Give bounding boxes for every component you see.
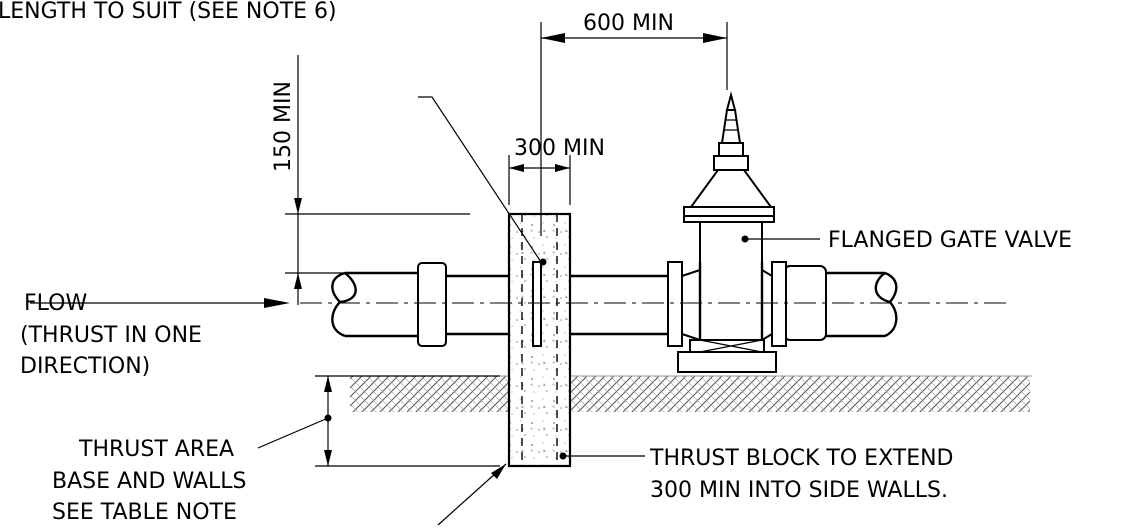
leader-lines xyxy=(30,96,820,526)
thrust-area-label-1: THRUST AREA xyxy=(78,437,234,462)
pipe-left xyxy=(331,262,510,347)
dimension-300 xyxy=(508,155,571,205)
dimension-150 xyxy=(285,55,470,305)
pipe-middle xyxy=(570,274,668,336)
thrust-block-label-1: THRUST BLOCK TO EXTEND xyxy=(649,446,954,471)
thrust-block-label-2: 300 MIN INTO SIDE WALLS. xyxy=(650,478,948,503)
thrust-area-label-3: SEE TABLE NOTE xyxy=(52,500,237,525)
gate-valve-label: FLANGED GATE VALVE xyxy=(828,228,1072,253)
length-note-label: LENGTH TO SUIT (SEE NOTE 6) xyxy=(0,0,337,24)
dim-300-label: 300 MIN xyxy=(514,136,605,161)
dim-600-label: 600 MIN xyxy=(583,11,674,36)
flow-label: FLOW xyxy=(24,291,87,316)
thrust-area-label-2: BASE AND WALLS xyxy=(52,469,247,494)
thrust-block xyxy=(507,212,572,468)
flanged-gate-valve xyxy=(667,91,787,373)
thrust-direction-label-1: (THRUST IN ONE xyxy=(20,323,202,348)
dimension-600 xyxy=(540,22,728,236)
dim-150-label: 150 MIN xyxy=(271,81,296,172)
thrust-direction-label-2: DIRECTION) xyxy=(20,354,150,379)
